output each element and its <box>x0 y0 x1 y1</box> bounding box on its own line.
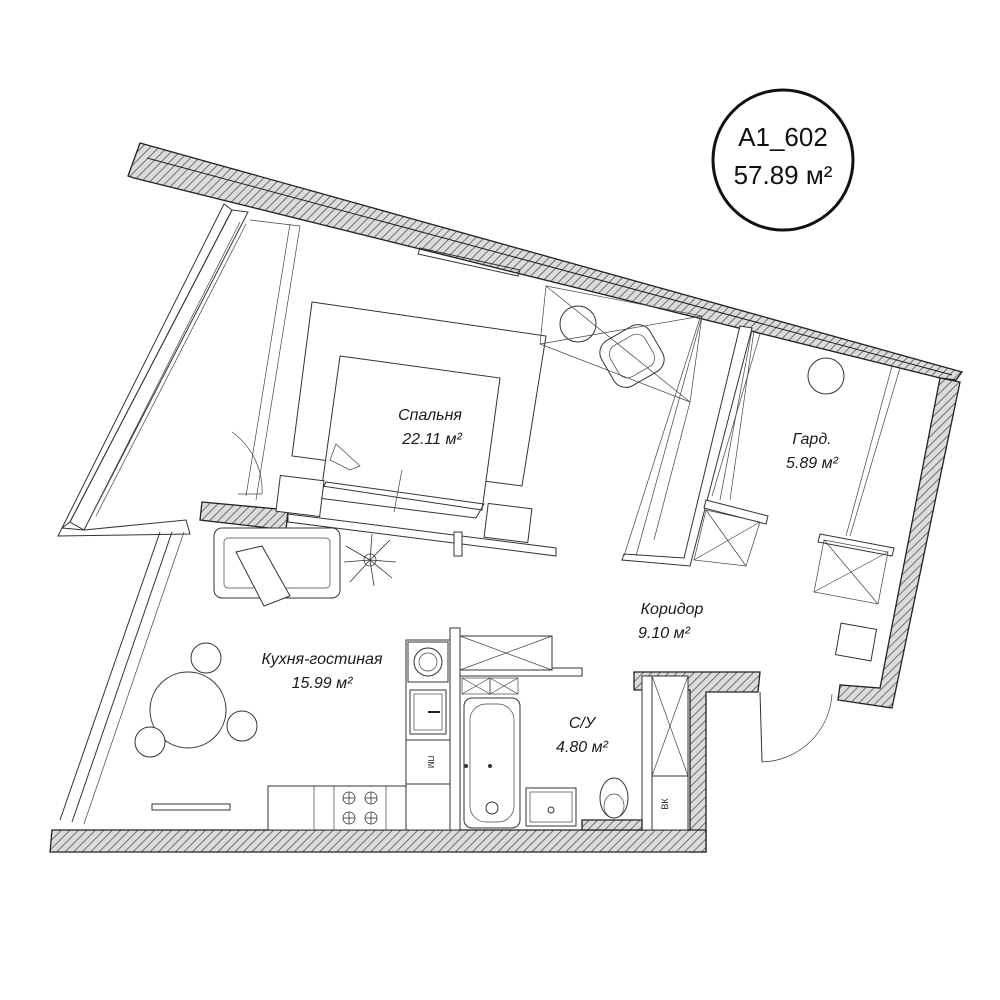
bathroom: ВК <box>461 677 670 829</box>
hob <box>342 791 378 825</box>
bedroom-partition <box>199 501 289 531</box>
apartment-badge: A1_602 57.89 м² <box>711 88 855 232</box>
left-glazing <box>69 209 249 531</box>
bottom-wall <box>49 829 707 853</box>
riser-label: ВК <box>660 798 670 810</box>
toilet <box>599 777 629 819</box>
armchair <box>599 324 665 388</box>
bathroom-area: 4.80 м² <box>556 739 609 756</box>
right-wall <box>837 377 961 709</box>
bathtub <box>463 697 521 829</box>
plant <box>343 533 397 587</box>
washing-machine <box>413 647 443 677</box>
wardrobe-furniture <box>693 329 901 662</box>
bedroom-area: 22.11 м² <box>401 431 462 448</box>
corridor-name: Коридор <box>641 601 704 618</box>
room-labels: Спальня 22.11 м² Гард. 5.89 м² Коридор 9… <box>261 407 838 756</box>
wardrobe-area: 5.89 м² <box>786 455 839 472</box>
bedroom-furniture <box>231 247 703 557</box>
side-table <box>559 305 597 343</box>
kitchen-name: Кухня-гостиная <box>261 651 382 668</box>
entry-door <box>759 691 833 763</box>
dining-table <box>149 671 227 749</box>
kitchen: ПМ <box>267 639 451 831</box>
interior-walls <box>199 325 895 831</box>
kitchen-area: 15.99 м² <box>292 675 353 692</box>
wardrobe-name: Гард. <box>792 431 831 448</box>
bathroom-name: С/У <box>569 715 597 732</box>
living-furniture <box>134 527 397 811</box>
dishwasher-label: ПМ <box>426 756 435 769</box>
outer-walls <box>49 142 964 853</box>
bedroom-name: Спальня <box>398 407 462 424</box>
apartment-code: A1_602 <box>738 122 828 152</box>
corridor-area: 9.10 м² <box>638 625 691 642</box>
apartment-area: 57.89 м² <box>734 160 833 190</box>
